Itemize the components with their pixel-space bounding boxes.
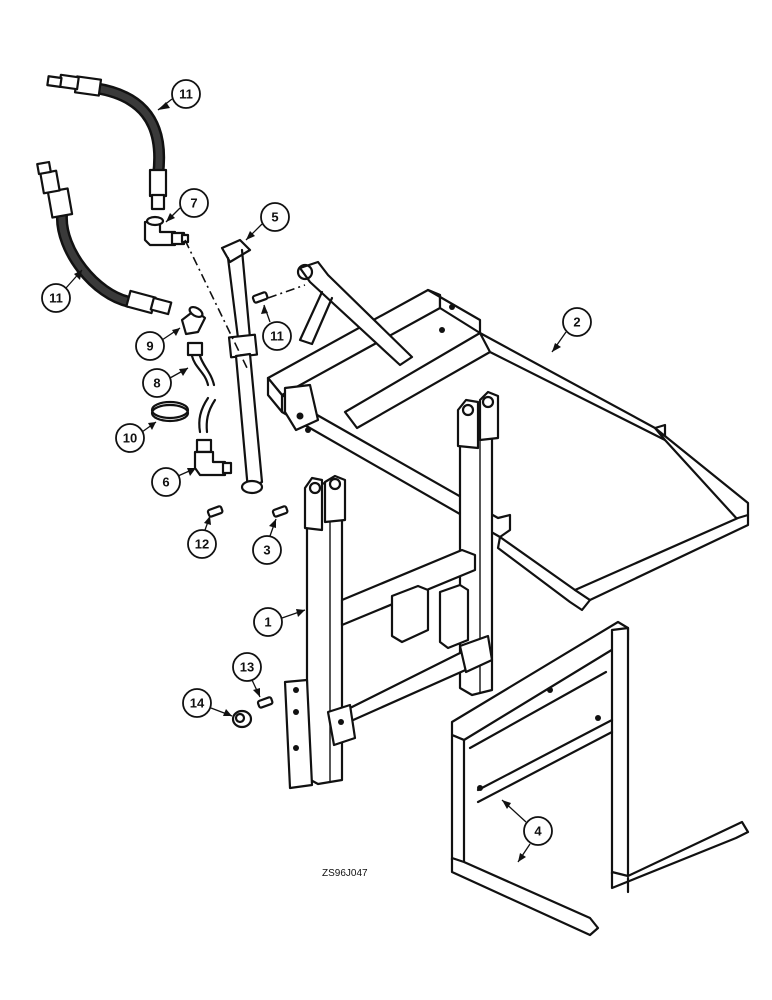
callout-13: 12 (187, 529, 217, 559)
callout-15: 14 (182, 688, 212, 718)
pin-3 (271, 505, 289, 518)
pin-13 (206, 505, 224, 518)
callout-label: 3 (263, 543, 270, 558)
callout-11-upper: 11 (171, 79, 201, 109)
callout-label: 5 (271, 210, 278, 225)
callout-14: 13 (232, 652, 262, 682)
callout-2: 2 (562, 307, 592, 337)
callout-6: 6 (151, 467, 181, 497)
callout-label: 1 (264, 615, 271, 630)
callout-3: 3 (252, 535, 282, 565)
tube-lower (198, 396, 217, 434)
callout-8: 8 (142, 368, 172, 398)
callout-1: 1 (253, 607, 283, 637)
hose-clamp-10 (150, 400, 190, 423)
callout-9: 9 (135, 331, 165, 361)
fork-assembly-4 (450, 620, 750, 937)
tube-8 (186, 341, 216, 387)
callout-10: 10 (115, 423, 145, 453)
hydraulic-cylinder-5 (220, 238, 264, 495)
callout-label: 12 (195, 537, 209, 552)
mast-frame-1 (283, 390, 500, 790)
pin-centerline (267, 284, 306, 299)
callout-label: 4 (534, 824, 542, 839)
callout-7: 7 (179, 188, 209, 218)
callout-label: 9 (146, 339, 153, 354)
callout-4: 4 (523, 816, 553, 846)
callout-label: 14 (190, 696, 205, 711)
assembly-centerline (184, 239, 249, 371)
tilt-frame-2 (266, 260, 750, 612)
callout-label: 6 (162, 475, 169, 490)
hydraulic-hose-upper (46, 73, 168, 211)
callout-11-lower: 11 (41, 283, 71, 313)
elbow-fitting-7 (143, 215, 190, 247)
callout-label: 11 (270, 329, 284, 344)
callout-5: 5 (260, 202, 290, 232)
callout-label: 11 (179, 87, 193, 102)
pin-14 (256, 696, 274, 709)
callout-label: 7 (190, 196, 197, 211)
elbow-fitting-9 (180, 305, 207, 336)
drawing-reference-code: ZS96J047 (322, 868, 368, 879)
pin-12 (251, 291, 269, 304)
bushing-15 (231, 709, 253, 729)
callout-12: 11 (262, 321, 292, 351)
callout-label: 10 (123, 431, 137, 446)
hydraulic-hose-lower (36, 160, 173, 316)
elbow-fitting-6 (193, 438, 233, 477)
callout-label: 13 (240, 660, 254, 675)
callout-label: 8 (153, 376, 160, 391)
callout-label: 11 (49, 291, 63, 306)
callout-label: 2 (573, 315, 580, 330)
